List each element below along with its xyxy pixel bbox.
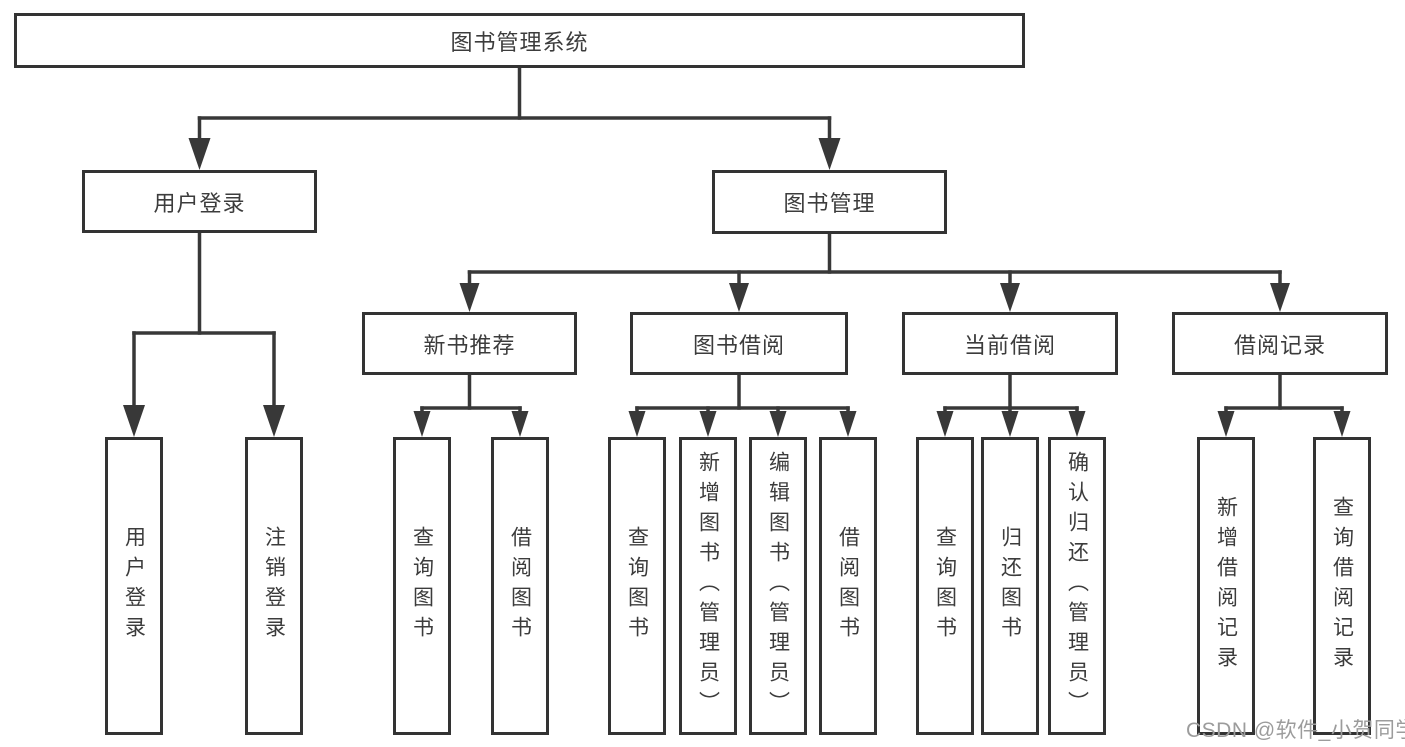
watermark-csdn: CSDN @软件_小贺同学	[1186, 719, 1405, 742]
leaf-logout-login: 注销登录	[245, 437, 303, 735]
leaf-current-return-books: 归还图书	[981, 437, 1039, 735]
node-book-management: 图书管理	[712, 170, 947, 234]
node-library-system: 图书管理系统	[14, 13, 1025, 68]
leaf-label: 查询图书	[410, 526, 434, 646]
leaf-user-login: 用户登录	[105, 437, 163, 735]
node-label: 图书管理系统	[450, 29, 589, 55]
node-label: 借阅记录	[1233, 332, 1326, 358]
node-label: 新书推荐	[423, 332, 516, 358]
leaf-label: 查询图书	[625, 526, 649, 646]
leaf-label: 查询借阅记录	[1330, 496, 1354, 676]
node-label: 图书借阅	[692, 332, 785, 358]
leaf-current-confirm-return-admin: 确认归还（管理员）	[1048, 437, 1106, 735]
leaf-newbook-borrow-books: 借阅图书	[491, 437, 549, 735]
node-borrow-records: 借阅记录	[1172, 312, 1388, 375]
leaf-label: 新增借阅记录	[1214, 496, 1238, 676]
node-label: 图书管理	[783, 191, 876, 216]
leaf-label: 确认归还（管理员）	[1065, 451, 1089, 721]
node-label: 当前借阅	[963, 332, 1056, 358]
leaf-borrow-borrow-books: 借阅图书	[819, 437, 877, 735]
leaf-label: 借阅图书	[508, 526, 532, 646]
node-book-borrow: 图书借阅	[630, 312, 848, 375]
leaf-newbook-query-books: 查询图书	[393, 437, 451, 735]
leaf-label: 注销登录	[262, 526, 286, 646]
node-new-book-recommend: 新书推荐	[362, 312, 577, 375]
leaf-records-add-record: 新增借阅记录	[1197, 437, 1255, 735]
leaf-borrow-add-books-admin: 新增图书（管理员）	[679, 437, 737, 735]
leaf-label: 归还图书	[998, 526, 1022, 646]
leaf-label: 编辑图书（管理员）	[766, 451, 790, 721]
leaf-label: 新增图书（管理员）	[696, 451, 720, 721]
leaf-label: 用户登录	[122, 526, 146, 646]
leaf-borrow-edit-books-admin: 编辑图书（管理员）	[749, 437, 807, 735]
leaf-label: 查询图书	[933, 526, 957, 646]
node-label: 用户登录	[153, 190, 246, 216]
leaf-label: 借阅图书	[836, 526, 860, 646]
node-user-login: 用户登录	[82, 170, 317, 233]
leaf-borrow-query-books: 查询图书	[608, 437, 666, 735]
leaf-current-query-books: 查询图书	[916, 437, 974, 735]
leaf-records-query-record: 查询借阅记录	[1313, 437, 1371, 735]
node-current-borrow: 当前借阅	[902, 312, 1118, 375]
